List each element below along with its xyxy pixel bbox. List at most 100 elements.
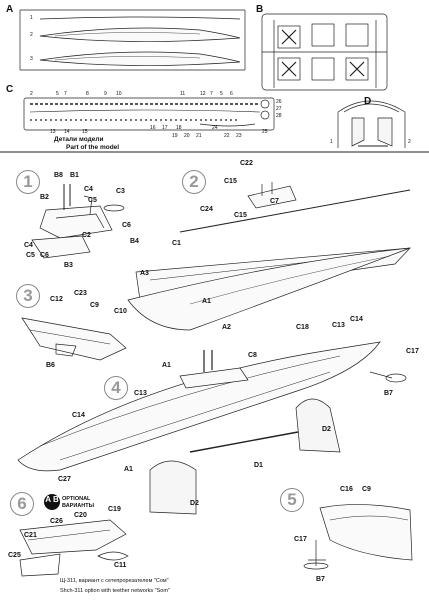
sprue-c-num: 25 (262, 129, 268, 135)
part-label: C13 (332, 322, 345, 329)
panel-a-letter: A (6, 4, 14, 15)
part-label: D1 (254, 462, 263, 469)
part-label: A3 (140, 270, 149, 277)
sprue-c-num: 7 (64, 91, 67, 97)
part-label: C27 (58, 476, 71, 483)
part-label: C13 (134, 390, 147, 397)
part-label: B7 (384, 390, 393, 397)
part-label: B7 (316, 576, 325, 583)
part-label: B1 (70, 172, 79, 179)
part-label: C15 (224, 178, 237, 185)
step-6-marker: 6 (10, 492, 34, 516)
part-label: C19 (108, 506, 121, 513)
sprue-d (337, 100, 406, 148)
sprue-c (23, 97, 275, 131)
sprue-c-num: 19 (172, 133, 178, 139)
sprue-c-num: 24 (212, 125, 218, 131)
part-label: B6 (46, 362, 55, 369)
part-label: C4 (84, 186, 93, 193)
panel-b-letter: B (256, 4, 264, 15)
sprue-c-num: 9 (104, 91, 107, 97)
sprue-c-num: 6 (230, 91, 233, 97)
part-label: C25 (8, 552, 21, 559)
part-label: C1 (172, 240, 181, 247)
part-label: A1 (124, 466, 133, 473)
part-label: C7 (270, 198, 279, 205)
part-label: C26 (50, 518, 63, 525)
step-4-marker: 4 (104, 376, 128, 400)
part-label: C9 (90, 302, 99, 309)
part-label: C12 (50, 296, 63, 303)
sprue-a (19, 9, 246, 71)
part-label: C9 (362, 486, 371, 493)
part-label: C6 (122, 222, 131, 229)
sprue-b (261, 13, 388, 91)
sprue-c-num: 28 (276, 113, 282, 119)
part-label: C2 (82, 232, 91, 239)
part-label: C4 (24, 242, 33, 249)
optional-note-en: OPTIONAL (62, 496, 91, 502)
sprue-c-num: 7 (210, 91, 213, 97)
step2-assembly (127, 182, 411, 331)
part-label: A1 (202, 298, 211, 305)
step4-assembly (17, 341, 407, 515)
step6-assembly (19, 519, 129, 577)
footer-caption-en: Shch-311 option with teether networks "S… (60, 588, 170, 594)
step-2-marker: 2 (182, 170, 206, 194)
part-label: C6 (40, 252, 49, 259)
part-label: C11 (114, 562, 127, 569)
details-caption-ru: Детали модели (54, 136, 104, 143)
sprue-c-num: 27 (276, 106, 282, 112)
part-label: B2 (40, 194, 49, 201)
step-5-marker: 5 (280, 488, 304, 512)
sprue-a-num: 3 (30, 56, 33, 62)
part-label: C22 (240, 160, 253, 167)
part-label: C14 (350, 316, 363, 323)
part-label: C14 (72, 412, 85, 419)
part-label: C18 (296, 324, 309, 331)
sprue-c-num: 16 (150, 125, 156, 131)
part-label: A1 (162, 362, 171, 369)
part-label: C5 (88, 197, 97, 204)
part-label: C17 (406, 348, 419, 355)
part-label: C17 (294, 536, 307, 543)
sprue-c-num: 10 (116, 91, 122, 97)
sprue-c-num: 20 (184, 133, 190, 139)
sprue-c-num: 2 (30, 91, 33, 97)
variant-badge: A B (44, 494, 60, 510)
sprue-c-num: 26 (276, 99, 282, 105)
part-label: C23 (74, 290, 87, 297)
sprue-c-num: 23 (236, 133, 242, 139)
sprue-c-num: 14 (64, 129, 70, 135)
part-label: C21 (24, 532, 37, 539)
step-1-marker: 1 (16, 170, 40, 194)
part-label: C5 (26, 252, 35, 259)
details-caption-en: Part of the model (66, 144, 120, 151)
step-3-marker: 3 (16, 284, 40, 308)
sprue-c-num: 21 (196, 133, 202, 139)
part-label: D2 (190, 500, 199, 507)
step5-assembly (303, 504, 413, 570)
sprue-c-num: 5 (56, 91, 59, 97)
sprue-a-num: 1 (30, 15, 33, 21)
part-label: C24 (200, 206, 213, 213)
sprue-c-num: 22 (224, 133, 230, 139)
sprue-c-num: 18 (176, 125, 182, 131)
part-label: C3 (116, 188, 125, 195)
sprue-c-num: 12 (200, 91, 206, 97)
sprue-d-num: 2 (408, 139, 411, 145)
part-label: A2 (222, 324, 231, 331)
sprue-c-num: 17 (162, 125, 168, 131)
sprue-c-num: 8 (86, 91, 89, 97)
step1-assembly (31, 184, 125, 259)
sprue-d-num: 1 (330, 139, 333, 145)
part-label: C15 (234, 212, 247, 219)
part-label: B8 (54, 172, 63, 179)
part-label: C10 (114, 308, 127, 315)
part-label: C20 (74, 512, 87, 519)
sprue-a-num: 2 (30, 32, 33, 38)
step3-assembly (21, 317, 127, 361)
part-label: B4 (130, 238, 139, 245)
